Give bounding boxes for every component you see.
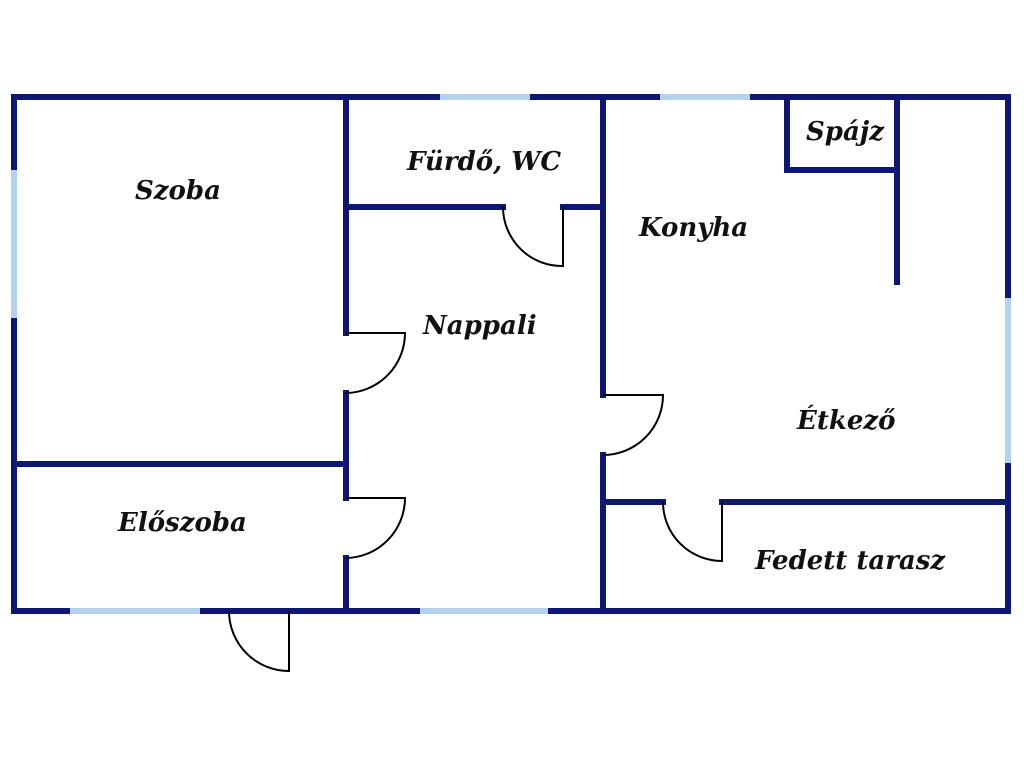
label-konyha: Konyha [638,213,748,243]
label-spajz: Spájz [806,117,885,147]
label-nappali: Nappali [422,311,537,341]
door-eloszoba [345,497,407,559]
door-konyha [602,394,665,456]
label-etkezo: Étkező [796,404,896,436]
room-labels: Szoba Fürdő, WC Spájz Konyha Nappali Étk… [117,117,946,576]
doors [228,206,723,673]
door-terasz [662,501,723,563]
label-eloszoba: Előszoba [117,508,247,538]
door-entrance [228,610,290,673]
door-furdo [502,206,564,268]
label-furdo: Fürdő, WC [406,147,561,177]
label-terasz: Fedett tarasz [754,546,946,576]
door-szoba [345,332,407,394]
label-szoba: Szoba [135,176,221,206]
windows [11,94,1011,614]
